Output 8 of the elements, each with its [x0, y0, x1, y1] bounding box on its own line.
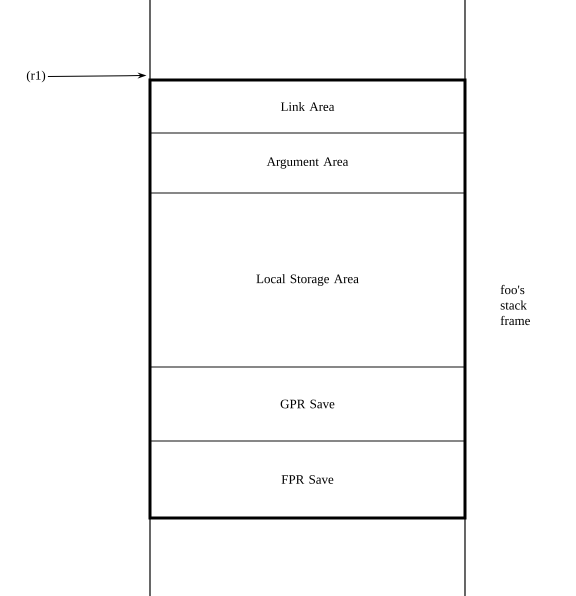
frame-cell: FPR Save	[150, 440, 466, 518]
frame-cell: GPR Save	[150, 366, 466, 442]
frame-cell: Local Storage Area	[150, 192, 466, 368]
frame-cell: Link Area	[150, 80, 466, 134]
frame-cell: Argument Area	[150, 132, 466, 194]
register-label: (r1)	[26, 70, 46, 82]
frame-caption: foo's stack frame	[500, 284, 530, 326]
stack-frame-box	[148, 78, 466, 520]
